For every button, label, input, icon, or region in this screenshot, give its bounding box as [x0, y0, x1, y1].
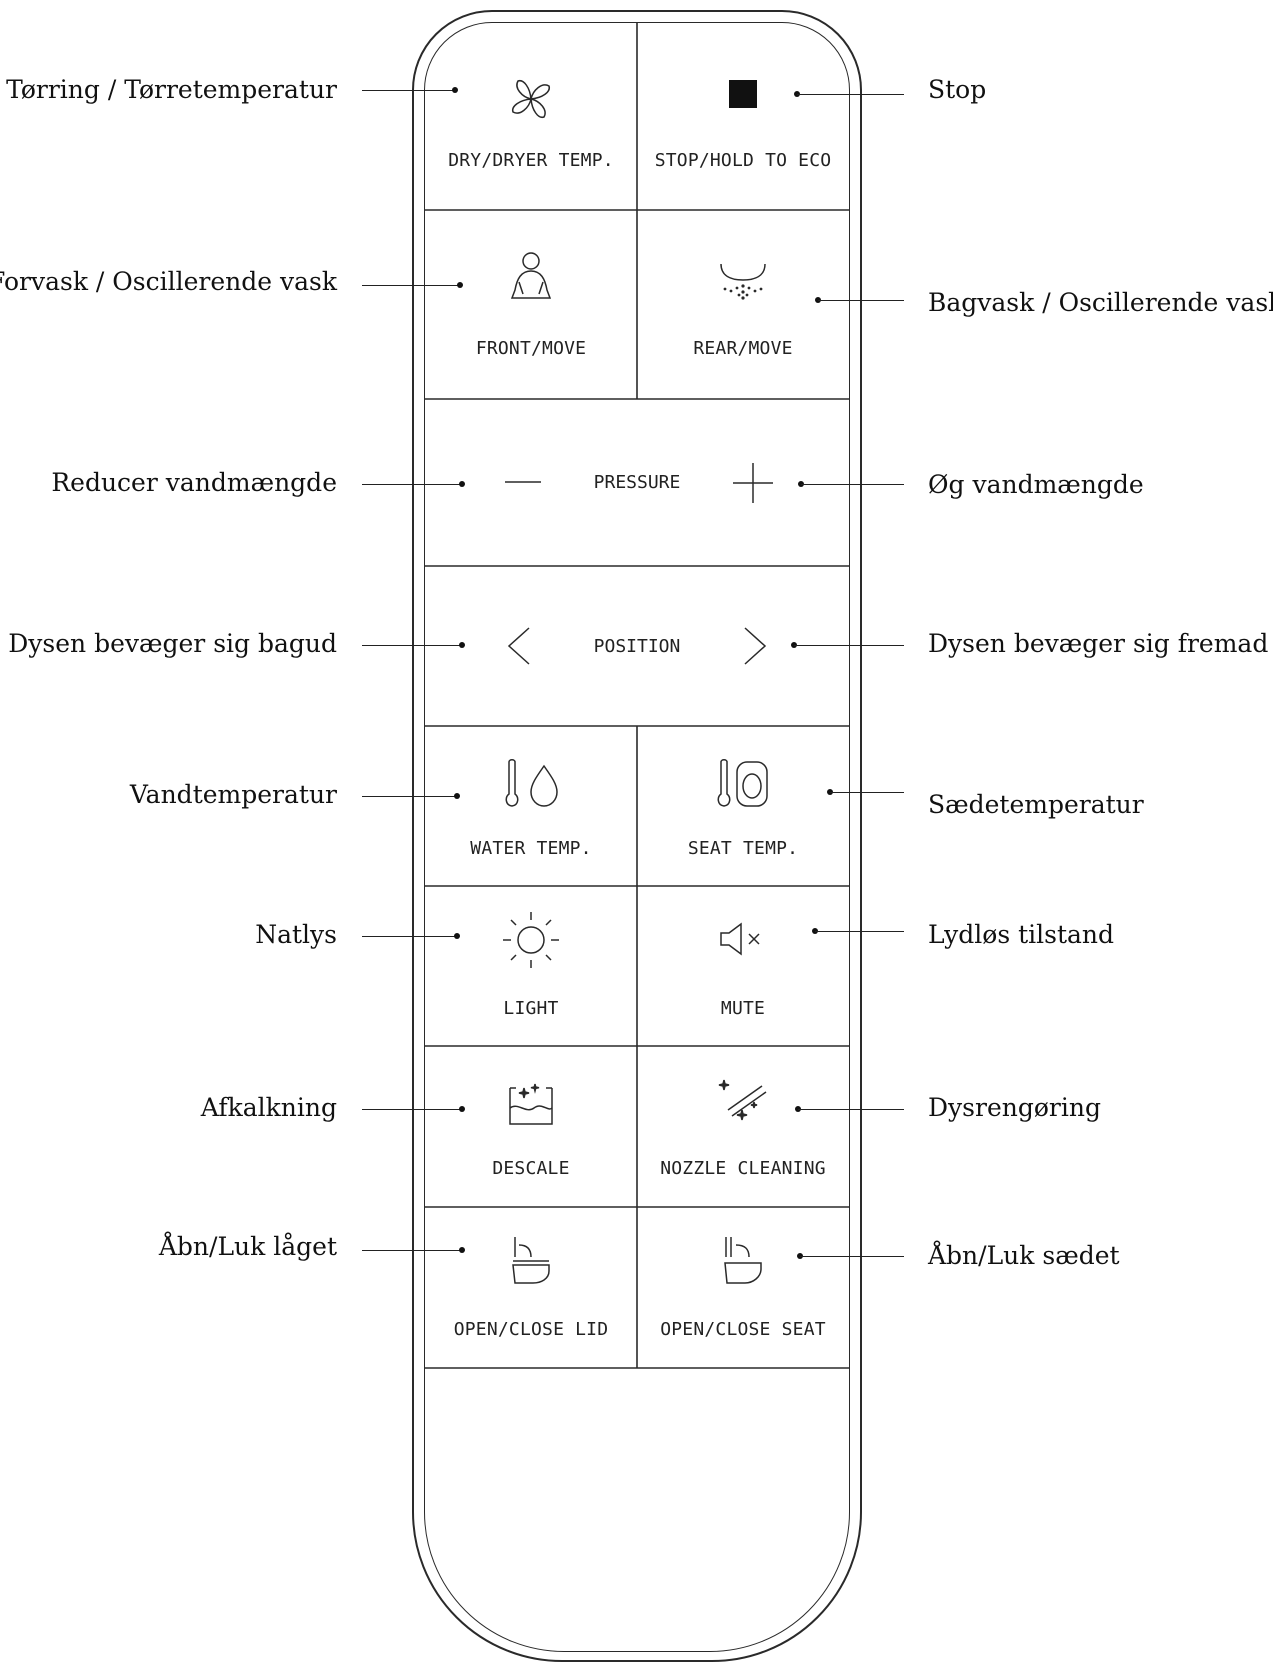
nozzle-cleaning-button[interactable]: NOZZLE CLEANING — [637, 1046, 849, 1207]
leader-nozzle-cleaning — [798, 1109, 904, 1110]
leader-water-temp — [362, 796, 457, 797]
descale-label: DESCALE — [492, 1158, 570, 1179]
fan-icon — [508, 76, 554, 122]
pressure-row: PRESSURE — [425, 399, 849, 566]
callout-open-close-lid: Åbn/Luk låget — [158, 1232, 337, 1261]
water-temp-label: WATER TEMP. — [470, 838, 592, 859]
pressure-label: PRESSURE — [593, 472, 681, 493]
callout-light: Natlys — [255, 920, 337, 949]
seat-temp-button[interactable]: SEAT TEMP. — [637, 726, 849, 886]
water-temp-button[interactable]: WATER TEMP. — [425, 726, 637, 886]
speaker-mute-icon — [719, 922, 767, 956]
toilet-lid-icon — [509, 1235, 553, 1287]
seat-temp-label: SEAT TEMP. — [687, 838, 799, 859]
minus-icon[interactable] — [505, 474, 541, 490]
light-button[interactable]: LIGHT — [425, 886, 637, 1046]
callout-position-back: Dysen bevæger sig bagud — [8, 629, 337, 658]
leader-dot-position-back — [459, 642, 465, 648]
leader-pressure-plus — [801, 484, 904, 485]
leader-position-forward — [794, 645, 904, 646]
leader-position-back — [362, 645, 462, 646]
leader-seat-temp — [830, 792, 904, 793]
leader-dot-pressure-minus — [459, 481, 465, 487]
remote-outline — [412, 10, 862, 1662]
front-label: FRONT/MOVE — [475, 338, 587, 359]
dry-label: DRY/DRYER TEMP. — [448, 150, 614, 171]
leader-stop — [797, 94, 904, 95]
front-button[interactable]: FRONT/MOVE — [425, 210, 637, 399]
toilet-seat-icon — [721, 1235, 765, 1287]
descale-button[interactable]: DESCALE — [425, 1046, 637, 1207]
leader-open-close-lid — [362, 1250, 462, 1251]
rear-spray-icon — [713, 262, 773, 300]
open-close-seat-label: OPEN/CLOSE SEAT — [660, 1319, 826, 1340]
leader-open-close-seat — [800, 1256, 904, 1257]
leader-front — [362, 285, 460, 286]
stop-square-icon — [729, 80, 757, 108]
leader-light — [362, 936, 457, 937]
nozzle-cleaning-label: NOZZLE CLEANING — [660, 1158, 826, 1179]
callout-pressure-minus: Reducer vandmængde — [51, 468, 337, 497]
sun-icon — [501, 910, 561, 970]
rear-label: REAR/MOVE — [693, 338, 793, 359]
open-close-seat-button[interactable]: OPEN/CLOSE SEAT — [637, 1207, 849, 1368]
person-icon — [509, 252, 553, 302]
sparkle-nozzle-icon — [716, 1076, 770, 1126]
plus-icon[interactable] — [733, 463, 773, 503]
open-close-lid-label: OPEN/CLOSE LID — [453, 1319, 609, 1340]
callout-stop: Stop — [928, 75, 987, 104]
leader-descale — [362, 1109, 462, 1110]
leader-dry — [362, 90, 455, 91]
dry-button[interactable]: DRY/DRYER TEMP. — [425, 22, 637, 210]
chevron-right-icon[interactable] — [743, 626, 767, 666]
stop-label: STOP/HOLD TO ECO — [654, 150, 832, 171]
leader-pressure-minus — [362, 484, 462, 485]
callout-nozzle-cleaning: Dysrengøring — [928, 1093, 1101, 1122]
leader-dot-descale — [459, 1106, 465, 1112]
open-close-lid-button[interactable]: OPEN/CLOSE LID — [425, 1207, 637, 1368]
descale-icon — [506, 1082, 556, 1128]
position-label: POSITION — [593, 635, 681, 657]
leader-dot-front — [457, 282, 463, 288]
rear-button[interactable]: REAR/MOVE — [637, 210, 849, 399]
thermometer-drop-icon — [501, 758, 561, 810]
leader-dot-light — [454, 933, 460, 939]
callout-mute: Lydløs tilstand — [928, 920, 1115, 949]
callout-position-forward: Dysen bevæger sig fremad — [928, 629, 1269, 658]
thermometer-seat-icon — [715, 758, 771, 810]
callout-descale: Afkalkning — [200, 1093, 337, 1122]
mute-label: MUTE — [720, 998, 766, 1019]
leader-dot-water-temp — [454, 793, 460, 799]
position-row: POSITION — [425, 566, 849, 726]
callout-dry: Tørring / Tørretemperatur — [6, 75, 337, 104]
leader-dot-open-close-lid — [459, 1247, 465, 1253]
leader-mute — [815, 931, 904, 932]
callout-open-close-seat: Åbn/Luk sædet — [928, 1241, 1120, 1270]
mute-button[interactable]: MUTE — [637, 886, 849, 1046]
stop-button[interactable]: STOP/HOLD TO ECO — [637, 22, 849, 210]
chevron-left-icon[interactable] — [507, 626, 531, 666]
callout-pressure-plus: Øg vandmængde — [928, 470, 1144, 499]
leader-rear — [818, 300, 904, 301]
callout-rear: Bagvask / Oscillerende vask — [928, 288, 1273, 317]
callout-front: Forvask / Oscillerende vask — [0, 267, 337, 296]
callout-water-temp: Vandtemperatur — [129, 780, 337, 809]
light-label: LIGHT — [503, 998, 559, 1019]
callout-seat-temp: Sædetemperatur — [928, 790, 1144, 819]
leader-dot-dry — [452, 87, 458, 93]
